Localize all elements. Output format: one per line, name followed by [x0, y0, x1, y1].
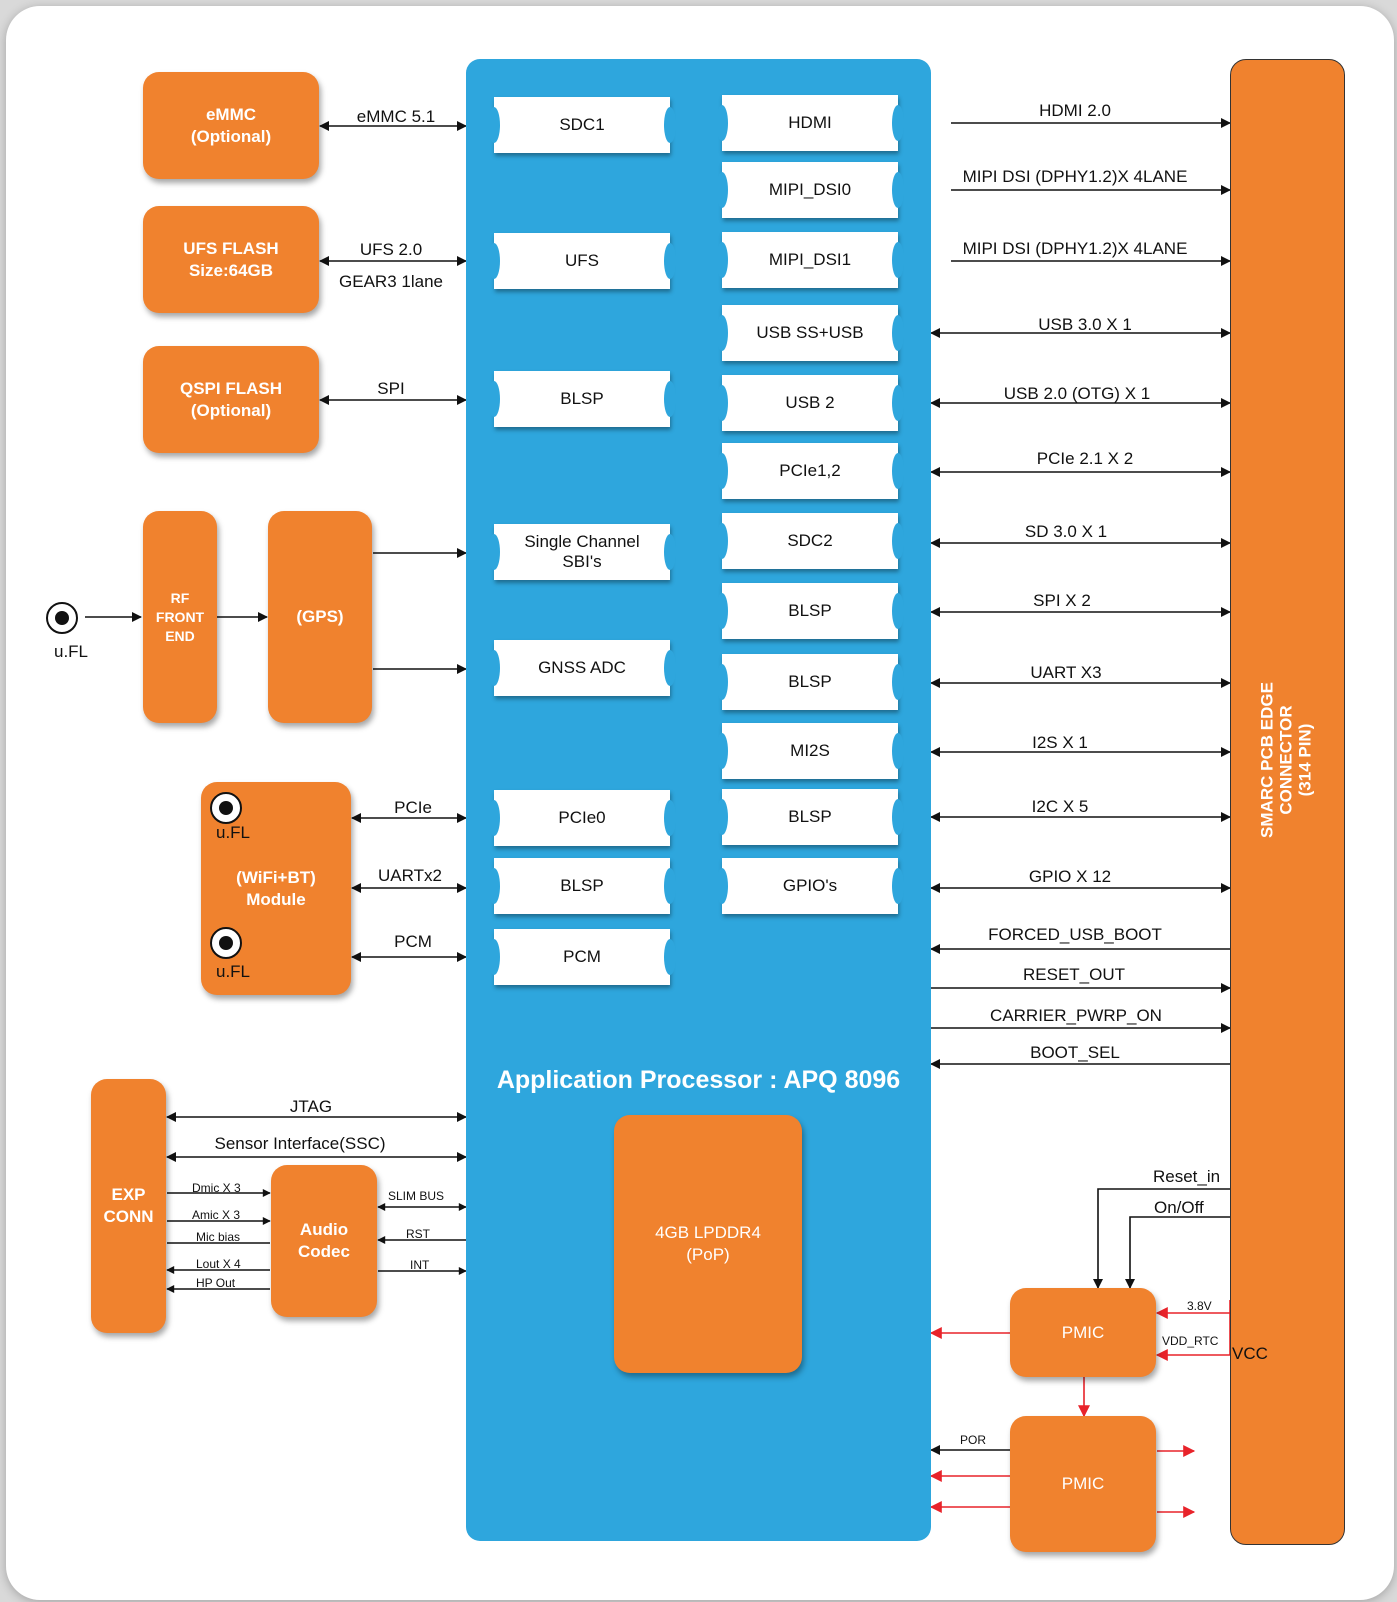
- right-link-label: MIPI DSI (DPHY1.2)X 4LANE: [962, 239, 1188, 258]
- uart-bus-label: UARTx2: [378, 866, 442, 885]
- pmic-block: PMIC: [1010, 1416, 1156, 1552]
- reset-in-label: Reset_in: [1153, 1167, 1221, 1186]
- right-link-label: HDMI 2.0: [1039, 101, 1111, 120]
- smarc-edge-connector: [1230, 59, 1345, 1545]
- port-sdc1: SDC1: [488, 97, 676, 153]
- port-pcm: PCM: [488, 929, 676, 985]
- ssc-label: Sensor Interface(SSC): [214, 1134, 386, 1153]
- por-label: POR: [960, 1433, 987, 1447]
- emmc-bus-label: eMMC 5.1: [356, 107, 436, 126]
- right-link-label: SPI X 2: [1033, 591, 1091, 610]
- vdd-rtc-label: VDD_RTC: [1162, 1334, 1219, 1348]
- qspi-flash-block: QSPI FLASH (Optional): [143, 346, 319, 453]
- mic-bias-label: Mic bias: [196, 1230, 241, 1244]
- vcc-label: VCC: [1232, 1344, 1268, 1363]
- port-mi2s: MI2S: [716, 723, 904, 779]
- emmc-block: eMMC (Optional): [143, 72, 319, 179]
- port-pcie12: PCIe1,2: [716, 443, 904, 499]
- ufl-connector-icon: [46, 602, 78, 634]
- right-link-label: GPIO X 12: [1028, 867, 1112, 886]
- spi-bus-label: SPI: [377, 379, 405, 398]
- ufl-label-gps: u.FL: [53, 642, 89, 661]
- port-sdc2: SDC2: [716, 513, 904, 569]
- right-link-label: UART X3: [1030, 663, 1102, 682]
- right-link-label: FORCED_USB_BOOT: [988, 925, 1162, 944]
- port-mipi-dsi1: MIPI_DSI1: [716, 232, 904, 288]
- rst-label: RST: [406, 1227, 430, 1241]
- right-link-label: USB 3.0 X 1: [1038, 315, 1132, 334]
- right-link-label: MIPI DSI (DPHY1.2)X 4LANE: [962, 167, 1188, 186]
- right-link-label: I2S X 1: [1032, 733, 1088, 752]
- int-label: INT: [410, 1258, 430, 1272]
- slim-bus-label: SLIM BUS: [388, 1189, 445, 1203]
- pcie-bus-label: PCIe: [394, 798, 432, 817]
- right-link-label: I2C X 5: [1031, 797, 1089, 816]
- jtag-label: JTAG: [289, 1097, 333, 1116]
- hp-out-label: HP Out: [196, 1276, 236, 1290]
- right-link-label: PCIe 2.1 X 2: [1036, 449, 1134, 468]
- port-pcie0: PCIe0: [488, 790, 676, 846]
- rf-front-end-block: RF FRONT END: [143, 511, 217, 723]
- port-blsp-spi: BLSP: [488, 371, 676, 427]
- processor-title: Application Processor : APQ 8096: [496, 1066, 901, 1094]
- port-blsp-uart-right: BLSP: [716, 654, 904, 710]
- port-usb2: USB 2: [716, 375, 904, 431]
- right-link-label: USB 2.0 (OTG) X 1: [1003, 384, 1151, 403]
- right-link-label: SD 3.0 X 1: [1024, 522, 1108, 541]
- port-hdmi: HDMI: [716, 95, 904, 151]
- right-link-label: CARRIER_PWRP_ON: [990, 1006, 1162, 1025]
- lpddr4-memory-block: 4GB LPDDR4 (PoP): [614, 1115, 802, 1373]
- ufl-connector-icon: [210, 792, 242, 824]
- dmic-label: Dmic X 3: [192, 1181, 241, 1195]
- port-mipi-dsi0: MIPI_DSI0: [716, 162, 904, 218]
- connector-label: SMARC PCB EDGE CONNECTOR (314 PIN): [1257, 682, 1315, 838]
- ufs-gear-label: GEAR3 1lane: [339, 272, 443, 291]
- port-gnss-adc: GNSS ADC: [488, 640, 676, 696]
- port-blsp-i2c: BLSP: [716, 789, 904, 845]
- ufs-bus-label: UFS 2.0: [359, 240, 423, 259]
- port-gpio: GPIO's: [716, 858, 904, 914]
- ufl-label-wifi1: u.FL: [215, 823, 251, 842]
- port-usb-ss: USB SS+USB: [716, 305, 904, 361]
- on-off-label: On/Off: [1154, 1198, 1204, 1217]
- v38-label: 3.8V: [1187, 1299, 1212, 1313]
- port-ufs: UFS: [488, 233, 676, 289]
- lout-label: Lout X 4: [196, 1257, 241, 1271]
- port-blsp-uart: BLSP: [488, 858, 676, 914]
- pcm-bus-label: PCM: [394, 932, 432, 951]
- gps-block: (GPS): [268, 511, 372, 723]
- amic-label: Amic X 3: [192, 1208, 241, 1222]
- pmic-block: PMIC: [1010, 1288, 1156, 1377]
- ufl-connector-icon: [210, 927, 242, 959]
- port-sbi: Single Channel SBI's: [488, 524, 676, 580]
- exp-conn-block: EXP CONN: [91, 1079, 166, 1333]
- right-link-label: RESET_OUT: [1022, 965, 1126, 984]
- right-link-label: BOOT_SEL: [1030, 1043, 1120, 1062]
- port-blsp-spi-right: BLSP: [716, 583, 904, 639]
- audio-codec-block: Audio Codec: [271, 1165, 377, 1317]
- ufs-flash-block: UFS FLASH Size:64GB: [143, 206, 319, 313]
- ufl-label-wifi2: u.FL: [215, 962, 251, 981]
